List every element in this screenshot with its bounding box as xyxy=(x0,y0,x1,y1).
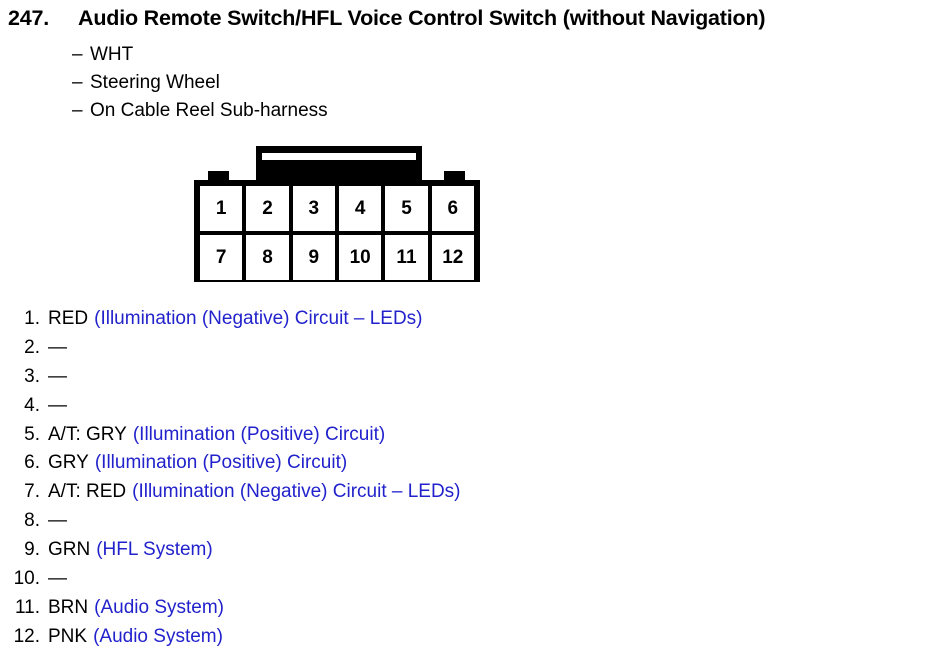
list-item: 5. A/T: GRY(Illumination (Positive) Circu… xyxy=(0,421,934,450)
subtitle-label: Steering Wheel xyxy=(90,72,220,93)
title-text: Audio Remote Switch/HFL Voice Control Sw… xyxy=(78,6,766,30)
pin-description-list: 1.RED(Illumination (Negative) Circuit – … xyxy=(0,305,934,652)
connector-latch-slot xyxy=(262,153,416,160)
pin-wire-color: — xyxy=(48,394,67,416)
pin-wire-color: — xyxy=(48,510,67,532)
pin-wire-color: — xyxy=(48,568,67,590)
pin-index: 12. xyxy=(13,625,40,647)
pin-index: 8. xyxy=(24,510,40,532)
connector-pin-row-bottom: 7 8 9 10 11 12 xyxy=(200,235,474,280)
pin-index: 11. xyxy=(14,596,40,618)
connector-pin-9: 9 xyxy=(292,235,335,280)
en-dash-icon: – xyxy=(72,72,83,93)
connector-pin-4: 4 xyxy=(338,186,382,231)
connector-pin-6: 6 xyxy=(431,186,474,231)
pin-index: 4. xyxy=(24,394,40,416)
pin-index: 7. xyxy=(24,481,40,503)
pin-index: 2. xyxy=(24,336,40,358)
connector-notch-left-icon xyxy=(208,171,229,182)
list-item: 7. A/T: RED(Illumination (Negative) Circu… xyxy=(0,478,934,507)
pin-wire-color: A/T: RED xyxy=(48,481,127,503)
subtitle-item-location: –Steering Wheel xyxy=(72,69,772,97)
connector-pin-3: 3 xyxy=(292,186,335,231)
list-item: 8. — xyxy=(0,507,934,536)
list-item: 4. — xyxy=(0,392,934,421)
pin-wire-color: A/T: GRY xyxy=(48,423,127,445)
connector-pin-1: 1 xyxy=(200,186,243,231)
list-item: 3. — xyxy=(0,363,934,392)
pin-wire-color: GRN xyxy=(48,539,91,561)
list-item: 11. BRN(Audio System) xyxy=(0,594,934,623)
pin-index: 6. xyxy=(24,452,40,474)
pin-index: 3. xyxy=(24,365,40,387)
connector-pin-11: 11 xyxy=(385,235,428,280)
connector-pin-12: 12 xyxy=(431,235,474,280)
connector-notch-right-icon xyxy=(444,171,465,182)
subtitle-item-wire-color: –WHT xyxy=(72,41,772,69)
pin-circuit-description: (Illumination (Positive) Circuit) xyxy=(132,423,386,445)
list-item: 9. GRN(HFL System) xyxy=(0,536,934,565)
pin-index: 9. xyxy=(24,539,40,561)
pin-wire-color: RED xyxy=(48,308,89,329)
connector-body: 1 2 3 4 5 6 7 8 9 10 11 12 xyxy=(194,180,480,282)
connector-pin-7: 7 xyxy=(200,235,243,280)
pin-circuit-description: (Illumination (Negative) Circuit – LEDs) xyxy=(132,481,461,503)
pin-circuit-description: (Audio System) xyxy=(93,625,223,647)
connector-pin-2: 2 xyxy=(246,186,289,231)
en-dash-icon: – xyxy=(72,100,83,121)
subtitle-list: –WHT –Steering Wheel –On Cable Reel Sub-… xyxy=(72,41,772,125)
en-dash-icon: – xyxy=(72,44,83,65)
pin-wire-color: — xyxy=(48,365,67,387)
pin-wire-color: — xyxy=(48,336,67,358)
pin-wire-color: PNK xyxy=(48,625,88,647)
list-item: 6. GRY(Illumination (Positive) Circuit) xyxy=(0,449,934,478)
subtitle-label: WHT xyxy=(90,44,134,65)
page-title: 247. Audio Remote Switch/HFL Voice Contro… xyxy=(8,6,766,31)
pin-circuit-description: (HFL System) xyxy=(96,539,213,561)
subtitle-label: On Cable Reel Sub-harness xyxy=(90,100,328,121)
pin-index: 1. xyxy=(24,308,40,329)
pin-index: 10. xyxy=(13,568,40,590)
connector-pin-row-top: 1 2 3 4 5 6 xyxy=(200,186,474,231)
pin-wire-color: BRN xyxy=(48,596,89,618)
subtitle-item-harness: –On Cable Reel Sub-harness xyxy=(72,97,772,125)
pin-circuit-description: (Illumination (Positive) Circuit) xyxy=(94,452,348,474)
pin-index: 5. xyxy=(24,423,40,445)
list-item: 1. RED(Illumination (Negative) Circuit – … xyxy=(0,305,934,334)
connector-pin-10: 10 xyxy=(338,235,382,280)
pin-circuit-description: (Illumination (Negative) Circuit – LEDs) xyxy=(94,308,423,329)
title-number: 247. xyxy=(8,6,50,30)
connector-diagram: 1 2 3 4 5 6 7 8 9 10 11 12 xyxy=(194,146,480,282)
pin-wire-color: GRY xyxy=(48,452,89,474)
list-item: 10. — xyxy=(0,565,934,594)
pin-circuit-description: (Audio System) xyxy=(94,596,224,618)
list-item: 2. — xyxy=(0,334,934,363)
connector-latch-bar xyxy=(256,146,422,182)
connector-pin-8: 8 xyxy=(246,235,289,280)
connector-pin-5: 5 xyxy=(385,186,428,231)
list-item: 12. PNK(Audio System) xyxy=(0,623,934,652)
